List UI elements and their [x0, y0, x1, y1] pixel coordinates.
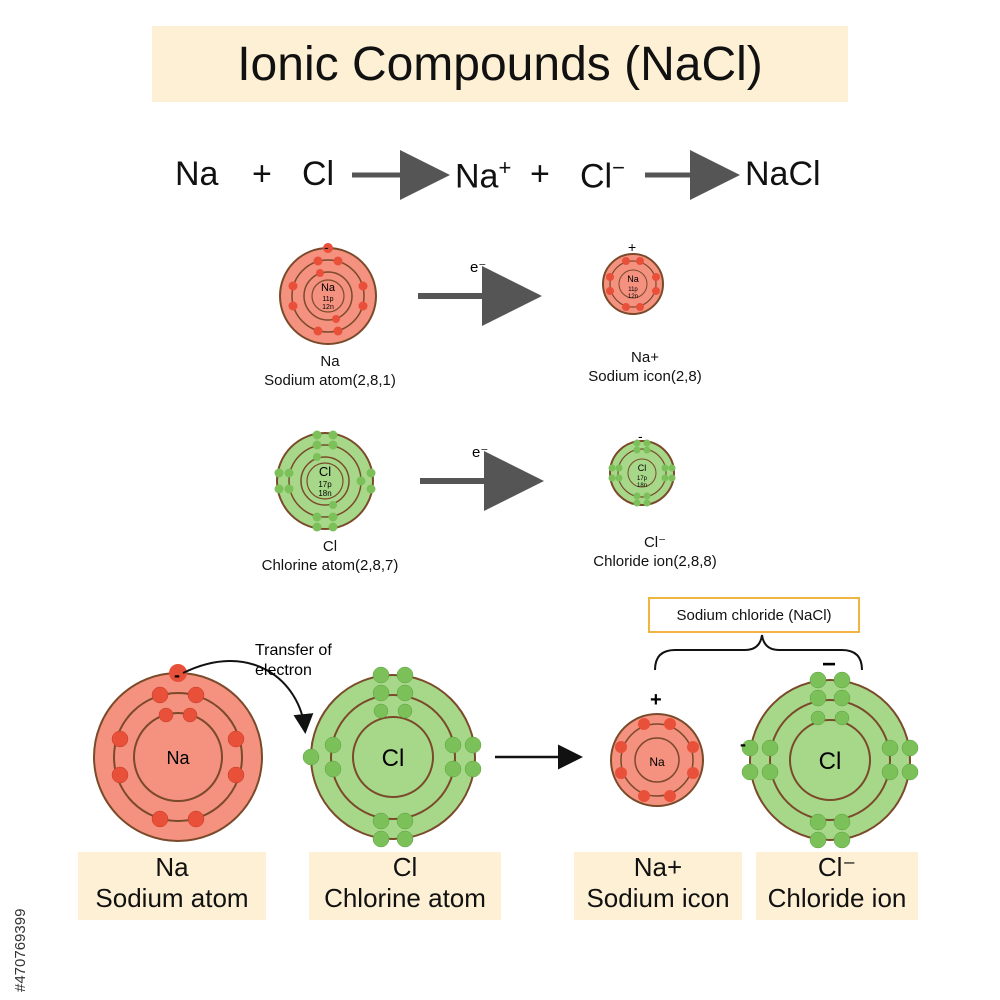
chlorine-atom-large: [302, 666, 482, 848]
cl-ion-large-charge-top: −: [822, 651, 836, 678]
stock-id: #470769399: [8, 760, 29, 992]
row1-right-label: Na+ Sodium icon(2,8): [565, 348, 725, 386]
row1-left-label: Na Sodium atom(2,8,1): [250, 352, 410, 390]
eq-cl-ion: Cl−: [580, 155, 625, 196]
page-title: Ionic Compounds (NaCl): [237, 37, 763, 91]
eq-cl-ion-charge: −: [612, 155, 625, 180]
row1-ion-charge: +: [628, 239, 636, 255]
eq-na-ion: Na+: [455, 155, 512, 196]
label-chloride-ion: Cl⁻ Chloride ion: [756, 852, 918, 920]
title-banner: Ionic Compounds (NaCl): [152, 26, 848, 102]
eq-cl: Cl: [302, 155, 335, 193]
sodium-atom-large: [93, 664, 263, 842]
row2-right-label: Cl⁻ Chloride ion(2,8,8): [570, 533, 740, 571]
sodium-atom-small: [279, 243, 377, 345]
electron-charge-mark: -: [174, 665, 180, 685]
row2-ion-neutrons: 18n: [637, 483, 647, 489]
row1-right-label-1: Na+: [631, 349, 659, 366]
row1-atom-protons: 11p: [322, 296, 333, 303]
row2-atom-protons: 17p: [318, 480, 332, 489]
cl-large-symbol: Cl: [382, 745, 405, 772]
row1-atom-charge: -: [324, 239, 329, 255]
row2-ion-protons: 17p: [637, 476, 648, 482]
row1-arrow-label: e⁻: [470, 259, 486, 276]
row2-left-label-2: Chlorine atom(2,8,7): [261, 557, 399, 574]
label-sodium-atom: Na Sodium atom: [78, 852, 266, 920]
label-chlorine-atom-2: Chlorine atom: [324, 883, 486, 913]
row2-right-label-2: Chloride ion(2,8,8): [593, 553, 717, 570]
sodium-chloride-box: Sodium chloride (NaCl): [648, 597, 860, 633]
chloride-ion-small: [608, 439, 676, 507]
row2-ion-symbol: Cl: [638, 463, 647, 473]
chloride-ion-large: [741, 671, 919, 849]
row1-atom-neutrons: 12n: [322, 304, 334, 311]
label-sodium-atom-2: Sodium atom: [95, 883, 249, 913]
compound-brace: [654, 634, 863, 671]
na-ion-large-charge: +: [650, 689, 662, 711]
row1-right-label-2: Sodium icon(2,8): [588, 368, 702, 385]
sodium-chloride-label: Sodium chloride (NaCl): [676, 606, 832, 624]
label-chlorine-atom: Cl Chlorine atom: [309, 852, 501, 920]
row1-left-label-2: Sodium atom(2,8,1): [264, 372, 396, 389]
label-chlorine-atom-1: Cl: [392, 852, 418, 882]
na-ion-large-symbol: Na: [649, 755, 665, 769]
eq-na-ion-charge: +: [498, 155, 512, 180]
row1-atom-symbol: Na: [321, 282, 336, 294]
label-sodium-ion-2: Sodium icon: [586, 883, 730, 913]
label-sodium-ion: Na+ Sodium icon: [574, 852, 742, 920]
row2-left-label-1: Cl: [322, 538, 338, 555]
row1-ion-neutrons: 12n: [628, 294, 638, 300]
row1-ion-symbol: Na: [627, 274, 639, 284]
stock-id-text: #470769399: [12, 908, 29, 992]
eq-plus-1: +: [252, 155, 272, 193]
row2-ion-charge: -: [638, 428, 643, 444]
label-sodium-atom-1: Na: [155, 852, 189, 882]
row2-atom-symbol: Cl: [319, 464, 331, 479]
label-chloride-ion-2: Chloride ion: [767, 883, 907, 913]
row2-left-label: Cl Chlorine atom(2,8,7): [250, 537, 410, 575]
na-large-symbol: Na: [166, 748, 190, 768]
row1-ion-protons: 11p: [628, 287, 638, 293]
chlorine-atom-small: [274, 430, 376, 532]
sodium-ion-small: [602, 253, 664, 315]
cl-ion-large-symbol: Cl: [819, 748, 842, 775]
eq-plus-2: +: [530, 155, 550, 193]
row2-atom-neutrons: 18n: [318, 489, 331, 498]
cl-ion-large-charge-left: -: [740, 734, 746, 754]
row1-left-label-1: Na: [320, 353, 340, 370]
row2-arrow-label: e⁻: [472, 444, 488, 461]
label-chloride-ion-1: Cl⁻: [817, 852, 857, 882]
row2-right-label-1: Cl⁻: [643, 534, 667, 551]
eq-product: NaCl: [745, 155, 821, 193]
transfer-label-2: electron: [255, 662, 312, 679]
transfer-arrow: [182, 660, 314, 734]
label-sodium-ion-1: Na+: [633, 852, 683, 882]
sodium-ion-large: [610, 713, 704, 807]
transfer-label-1: Transfer of: [255, 642, 332, 659]
eq-na: Na: [175, 155, 219, 193]
